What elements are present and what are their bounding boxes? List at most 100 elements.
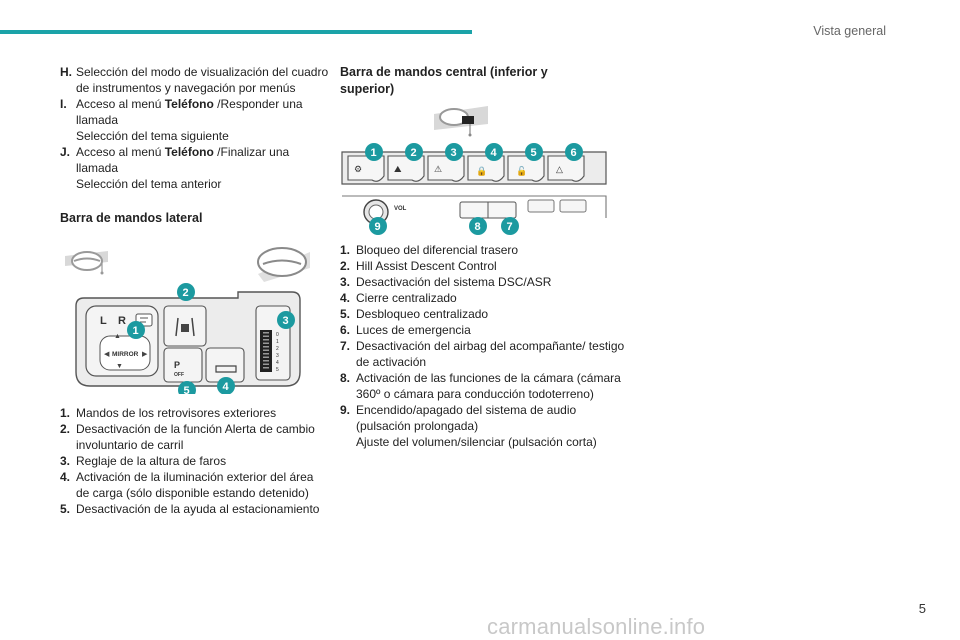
svg-text:3: 3 xyxy=(283,315,289,327)
item-key: 2. xyxy=(340,259,351,273)
badge-7: 7 xyxy=(501,217,519,235)
svg-text:▲: ▲ xyxy=(114,333,121,340)
item-text: Desactivación del airbag del acompañante… xyxy=(356,339,625,369)
badge-5: 5 xyxy=(525,143,543,161)
badge-8: 8 xyxy=(469,217,487,235)
svg-text:1: 1 xyxy=(371,147,377,159)
list-item: 4. Cierre centralizado xyxy=(340,290,630,306)
park-off-label: OFF xyxy=(174,372,184,378)
item-text: Luces de emergencia xyxy=(356,323,471,337)
item-key: 1. xyxy=(340,243,351,257)
badge-4: 4 xyxy=(485,143,503,161)
side-controls-illustration: L R ▲ ◀ MIRROR ▶ ▼ P OFF 0 1 2 3 4 5 1 2… xyxy=(60,244,310,394)
item-text-extra: Ajuste del volumen/silenciar (pulsación … xyxy=(356,435,597,449)
item-text: Selección del modo de visualización del … xyxy=(76,65,329,95)
item-key: 4. xyxy=(60,470,71,484)
item-key: 3. xyxy=(60,454,71,468)
park-label: P xyxy=(174,360,180,370)
steering-wheel-large-icon xyxy=(257,247,310,282)
badge-6: 6 xyxy=(565,143,583,161)
list-item: 4. Activación de la iluminación exterior … xyxy=(60,469,330,501)
item-text: Reglaje de la altura de faros xyxy=(76,454,227,468)
list-item: 1.Mandos de los retrovisores exteriores xyxy=(60,405,330,421)
item-text-post: /Finalizar una llamada xyxy=(76,145,290,175)
item-text-pre: Acceso al menú xyxy=(76,97,165,111)
badge-3: 3 xyxy=(445,143,463,161)
volume-label: VOL xyxy=(394,206,407,212)
item-key: 8. xyxy=(340,371,351,385)
svg-text:⛰: ⛰ xyxy=(394,164,402,174)
svg-text:🔓: 🔓 xyxy=(516,165,527,176)
item-text-extra: Selección del tema siguiente xyxy=(76,129,229,143)
list-item-i: I. Acceso al menú Teléfono /Responder un… xyxy=(60,96,330,144)
list-item: 8. Activación de las funciones de la cáma… xyxy=(340,370,630,402)
item-key: 3. xyxy=(340,275,351,289)
side-controls-list: 1.Mandos de los retrovisores exteriores … xyxy=(60,405,330,517)
svg-text:▶: ▶ xyxy=(142,351,148,358)
item-key: 6. xyxy=(340,323,351,337)
item-text: Cierre centralizado xyxy=(356,291,457,305)
svg-text:5: 5 xyxy=(276,367,279,373)
item-text-bold: Teléfono xyxy=(164,145,214,159)
item-key: 4. xyxy=(340,291,351,305)
mirror-label: MIRROR xyxy=(112,351,139,358)
badge-2: 2 xyxy=(405,143,423,161)
svg-text:3: 3 xyxy=(276,353,279,359)
badge-5: 5 xyxy=(178,381,196,394)
mirror-left-label: L xyxy=(100,315,107,327)
svg-text:2: 2 xyxy=(411,147,417,159)
item-key: 5. xyxy=(340,307,351,321)
item-key: J. xyxy=(60,145,71,159)
item-text: Desactivación del sistema DSC/ASR xyxy=(356,275,552,289)
svg-text:4: 4 xyxy=(491,147,498,159)
header-accent-bar xyxy=(0,30,472,34)
list-item: 1. Bloqueo del diferencial trasero xyxy=(340,242,630,258)
item-key: 5. xyxy=(60,502,71,516)
svg-text:5: 5 xyxy=(184,385,190,394)
item-key: 2. xyxy=(60,422,71,436)
badge-1: 1 xyxy=(365,143,383,161)
svg-text:4: 4 xyxy=(276,360,279,366)
item-key: H. xyxy=(60,65,72,79)
svg-text:5: 5 xyxy=(531,147,537,159)
svg-text:3: 3 xyxy=(451,147,457,159)
steering-wheel-icon xyxy=(65,251,108,275)
svg-text:🔒: 🔒 xyxy=(476,166,487,176)
left-column: H. Selección del modo de visualización d… xyxy=(60,64,330,227)
item-text: Desactivación de la ayuda al estacionami… xyxy=(76,502,320,516)
item-text-bold: Teléfono xyxy=(164,97,214,111)
item-text: Mandos de los retrovisores exteriores xyxy=(76,406,277,420)
svg-text:2: 2 xyxy=(276,346,279,352)
center-controls-illustration: ⚙⛰⚠ 🔒🔓△ 1 2 3 4 5 6 VOL 9 8 7 xyxy=(338,100,610,236)
item-text-post: /Responder una llamada xyxy=(76,97,303,127)
list-item: 3. Reglaje de la altura de faros xyxy=(60,453,330,469)
list-item: 2. Hill Assist Descent Control xyxy=(340,258,630,274)
list-item: 2. Desactivación de la función Alerta de … xyxy=(60,421,330,453)
list-item-h: H. Selección del modo de visualización d… xyxy=(60,64,330,96)
svg-text:◀: ◀ xyxy=(104,351,110,358)
section-title: Vista general xyxy=(813,24,886,38)
item-text: Activación de las funciones de la cámara… xyxy=(356,371,621,401)
svg-text:8: 8 xyxy=(475,221,481,233)
item-key: 9. xyxy=(340,403,351,417)
item-text: Hill Assist Descent Control xyxy=(356,259,497,273)
svg-text:7: 7 xyxy=(507,221,513,233)
center-controls-list: 1. Bloqueo del diferencial trasero 2. Hill… xyxy=(340,242,630,450)
svg-text:1: 1 xyxy=(276,339,279,345)
item-text: Activación de la iluminación exterior de… xyxy=(76,470,314,500)
list-item: 9.Encendido/apagado del sistema de audio… xyxy=(340,402,630,450)
item-text-extra: Selección del tema anterior xyxy=(76,177,222,191)
steering-wheel-icon xyxy=(434,106,488,137)
watermark: carmanualsonline.info xyxy=(487,614,706,639)
svg-text:⚠: ⚠ xyxy=(434,164,442,174)
badge-4: 4 xyxy=(217,377,235,394)
right-column: Barra de mandos central (inferior y supe… xyxy=(340,64,630,98)
mirror-right-label: R xyxy=(118,315,126,327)
svg-text:4: 4 xyxy=(223,381,230,393)
item-key: I. xyxy=(60,97,67,111)
item-text: Desactivación de la función Alerta de ca… xyxy=(76,422,315,452)
badge-1: 1 xyxy=(127,321,145,339)
list-item: 5. Desactivación de la ayuda al estaciona… xyxy=(60,501,330,517)
item-text: Bloqueo del diferencial trasero xyxy=(356,243,519,257)
center-controls-heading: Barra de mandos central (inferior y supe… xyxy=(340,65,548,96)
